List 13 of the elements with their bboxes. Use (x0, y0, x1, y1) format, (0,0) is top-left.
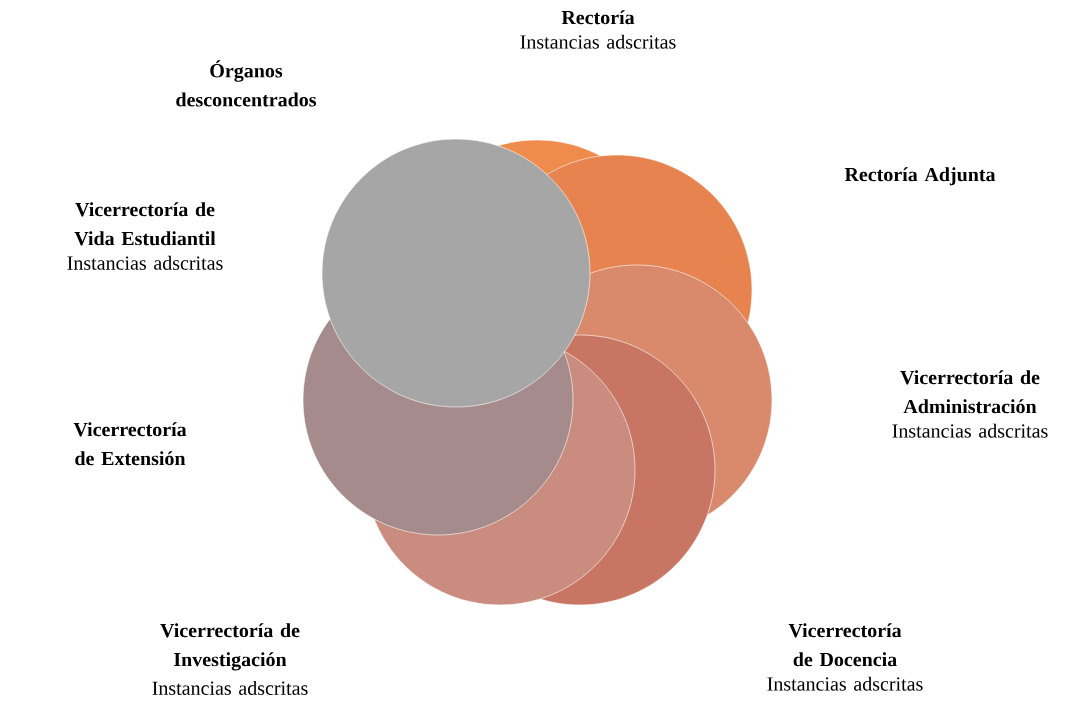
heading: Rectoría (561, 10, 635, 25)
heading: Vicerrectoría de Administración (900, 370, 1040, 414)
label-text: Instancias adscritas (152, 680, 308, 695)
heading: Órganos desconcentrados (176, 60, 317, 107)
label-text: Instancias adscritas (520, 34, 676, 49)
label-text: Instancias adscritas (892, 423, 1048, 438)
heading: Vicerrectoría de Extensión (73, 422, 187, 466)
heading: Rectoría Adjunta (844, 167, 996, 186)
heading: Vicerrectoría de Investigación (160, 623, 300, 671)
heading: Vicerrectoría de Vida Estudiantil (74, 202, 216, 246)
heading: Vicerrectoría de Docencia (788, 623, 902, 667)
label-text: Instancias adscritas (767, 676, 923, 691)
label-text: Instancias adscritas (67, 255, 223, 270)
